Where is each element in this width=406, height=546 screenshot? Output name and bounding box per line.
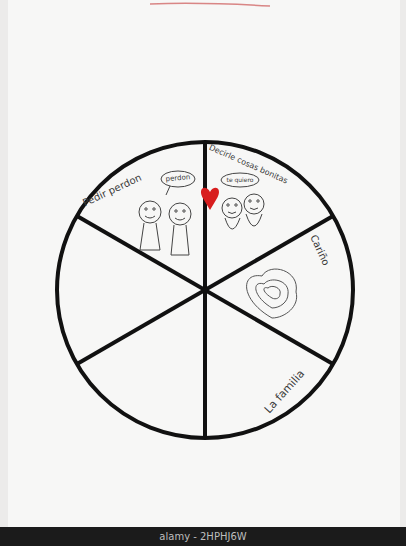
speech-bubble-text: te quiero xyxy=(227,177,254,184)
watermark: alamy - 2HPHJ6W xyxy=(159,531,246,542)
